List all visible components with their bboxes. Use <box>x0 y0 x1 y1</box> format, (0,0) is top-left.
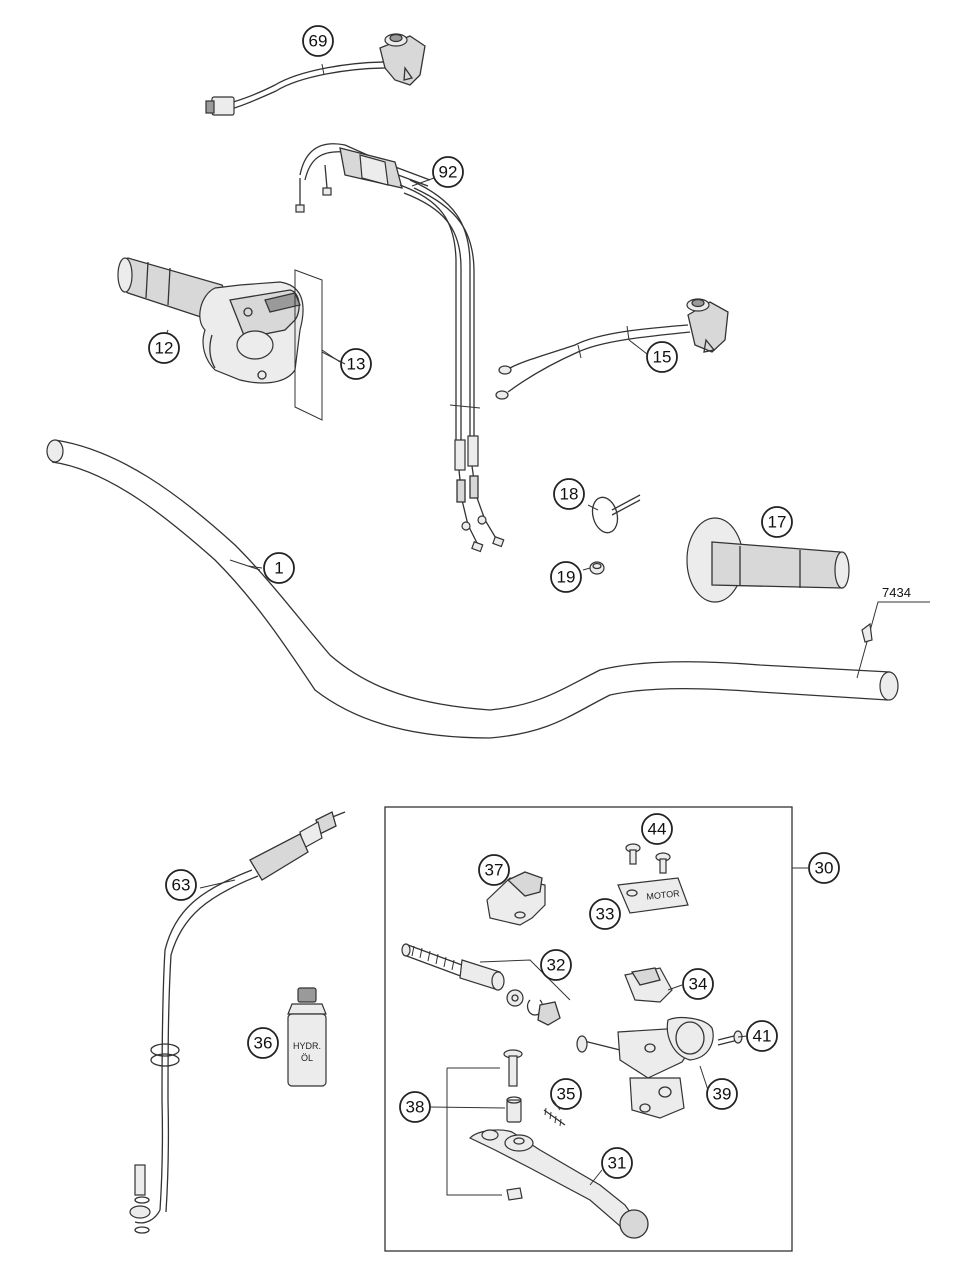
callout-18-label: 18 <box>560 485 579 504</box>
callout-36: 36 <box>247 1027 279 1059</box>
hydraulic-oil-bottle: HYDR. ÖL <box>287 987 327 1087</box>
callout-15-label: 15 <box>653 348 672 367</box>
callout-12-label: 12 <box>155 339 174 358</box>
callout-69-label: 69 <box>309 32 328 51</box>
callout-31-label: 31 <box>608 1154 627 1173</box>
callout-38-label: 38 <box>406 1098 425 1117</box>
callout-1-label: 1 <box>274 559 283 578</box>
kill-switch-assembly <box>205 33 426 116</box>
callout-44-label: 44 <box>648 820 667 839</box>
callout-17: 17 <box>761 506 793 538</box>
callout-13-label: 13 <box>347 355 366 374</box>
left-grip-throttle <box>117 257 341 421</box>
callout-1: 1 <box>263 552 295 584</box>
callout-18: 18 <box>553 478 585 510</box>
master-cylinder-body <box>576 1017 714 1119</box>
callout-63-label: 63 <box>172 876 191 895</box>
callout-37-label: 37 <box>485 861 504 880</box>
callout-37: 37 <box>478 854 510 886</box>
callout-leaders <box>247 177 748 1186</box>
brake-line <box>129 811 346 1234</box>
reservoir-cap-label: MOTOR <box>646 888 681 901</box>
start-button-assembly <box>495 298 729 400</box>
handlebar <box>46 439 899 739</box>
callout-17-label: 17 <box>768 513 787 532</box>
callout-41-label: 41 <box>753 1027 772 1046</box>
callout-32-label: 32 <box>547 956 566 975</box>
callout-15: 15 <box>646 341 678 373</box>
callout-19: 19 <box>550 561 582 593</box>
callout-36-label: 36 <box>254 1034 273 1053</box>
master-cylinder-piston <box>401 943 571 1026</box>
callout-33-label: 33 <box>596 905 615 924</box>
callout-92-label: 92 <box>439 163 458 182</box>
brake-master-cylinder-kit-frame <box>384 806 808 1252</box>
bottle-label-line2: ÖL <box>301 1053 313 1063</box>
callout-30: 30 <box>808 852 840 884</box>
callout-19-label: 19 <box>557 568 576 587</box>
cable-tie-and-nut <box>582 494 641 575</box>
callout-32: 32 <box>540 949 572 981</box>
callout-12: 12 <box>148 332 180 364</box>
callout-34-label: 34 <box>689 975 708 994</box>
callout-63: 63 <box>165 869 197 901</box>
callout-39-label: 39 <box>713 1085 732 1104</box>
callout-92: 92 <box>432 156 464 188</box>
callout-41: 41 <box>746 1020 778 1052</box>
reservoir-cap: MOTOR <box>617 877 689 914</box>
reservoir-diaphragm <box>624 967 673 1003</box>
reference-code-label: 7434 <box>882 585 911 600</box>
callout-44: 44 <box>641 813 673 845</box>
callout-30-label: 30 <box>815 859 834 878</box>
callout-34: 34 <box>682 968 714 1000</box>
brake-lever <box>468 1129 649 1239</box>
reference-7434: 7434 <box>856 585 930 679</box>
bottle-label-line1: HYDR. <box>293 1041 321 1051</box>
callout-33: 33 <box>589 898 621 930</box>
throttle-cable-assembly <box>295 143 505 553</box>
callout-69: 69 <box>302 25 334 57</box>
adjuster-spring <box>543 1107 566 1127</box>
clamp-screw <box>717 1030 743 1046</box>
lever-pivot-hardware <box>446 1049 523 1201</box>
lever-clamp-body <box>486 871 546 926</box>
right-grip <box>686 517 850 603</box>
callout-31: 31 <box>601 1147 633 1179</box>
callout-35-label: 35 <box>557 1085 576 1104</box>
callout-35: 35 <box>550 1078 582 1110</box>
callout-13: 13 <box>340 348 372 380</box>
callout-39: 39 <box>706 1078 738 1110</box>
callout-38: 38 <box>399 1091 431 1123</box>
reservoir-cap-screws <box>625 843 671 874</box>
